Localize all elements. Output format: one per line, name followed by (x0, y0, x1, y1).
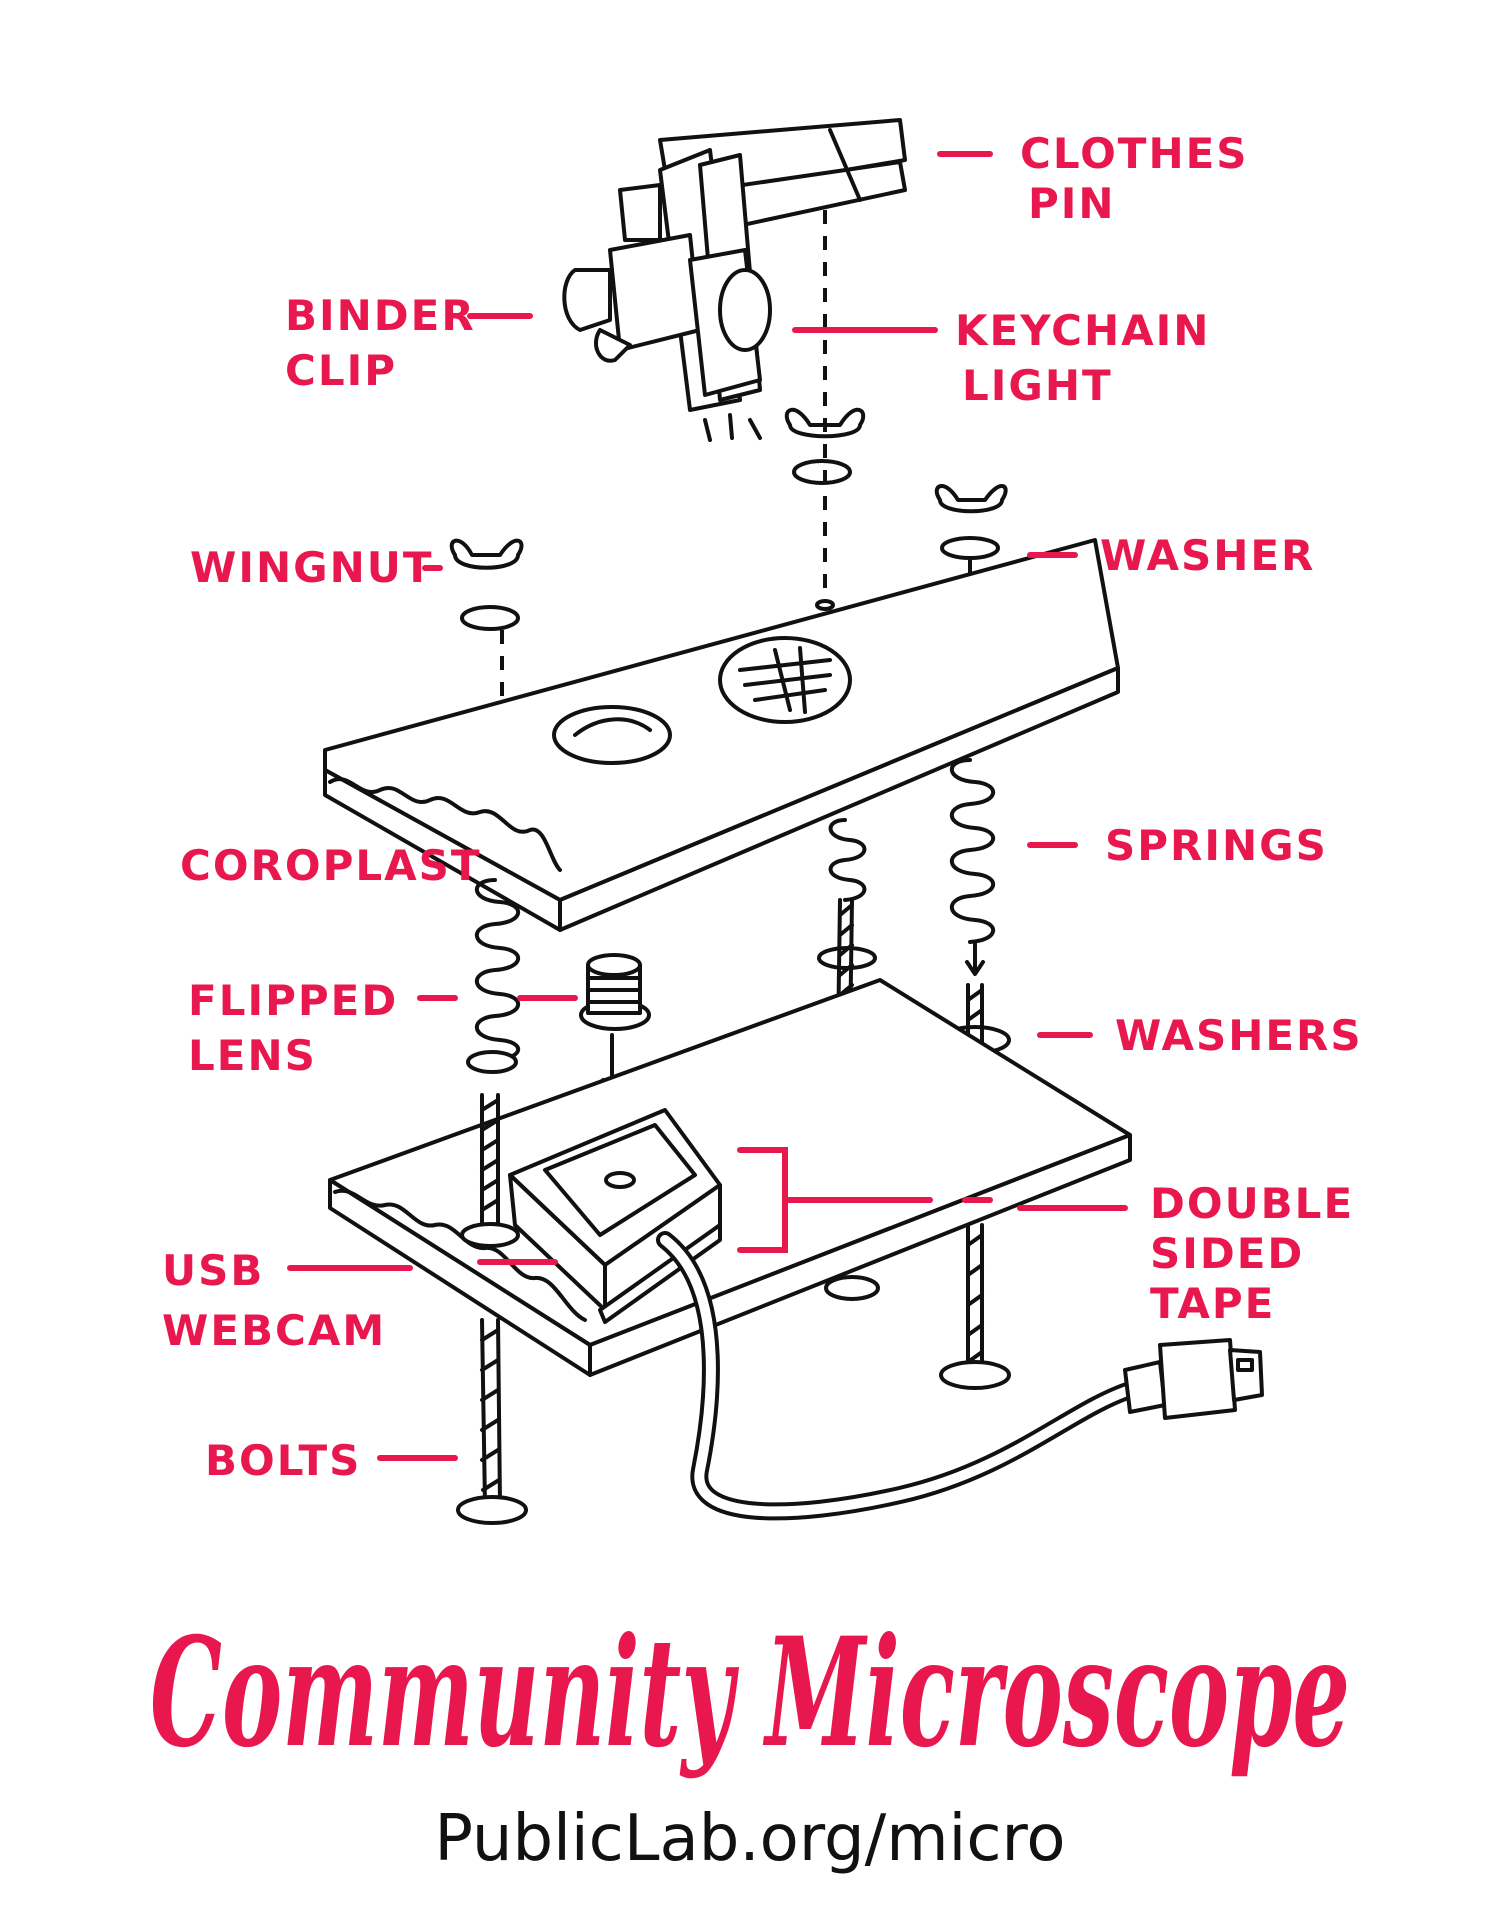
label-keychain-light-2: LIGHT (962, 361, 1113, 410)
label-wingnut: WINGNUT (190, 543, 433, 592)
label-coroplast: COROPLAST (180, 841, 482, 890)
top-coroplast-plate (323, 538, 1120, 932)
spring-right (949, 758, 996, 976)
wingnut-right-icon (934, 484, 1008, 514)
leader-lines (287, 151, 1128, 1461)
label-flipped-lens-2: LENS (188, 1031, 317, 1080)
label-double-sided-tape-2: SIDED (1150, 1229, 1304, 1278)
washer-left-icon (460, 605, 520, 631)
binder-clip-illustration (562, 148, 772, 412)
usb-plug-icon (1158, 1338, 1264, 1420)
label-flipped-lens-1: FLIPPED (188, 976, 398, 1025)
usb-cable (656, 1231, 1167, 1521)
washer-center-icon (792, 459, 852, 485)
usb-webcam-illustration (508, 1108, 722, 1324)
label-usb-webcam-2: WEBCAM (162, 1306, 386, 1355)
label-clothes-pin-2: PIN (1028, 179, 1116, 228)
label-clothes-pin-1: CLOTHES (1020, 129, 1249, 178)
keychain-light-rays (703, 413, 762, 442)
bolt-right-bottom (939, 1223, 1011, 1390)
spring-center (828, 818, 867, 902)
label-keychain-light-1: KEYCHAIN (955, 306, 1210, 355)
underside-washer (824, 1275, 880, 1301)
bolt-left (456, 1093, 528, 1525)
label-washers: WASHERS (1115, 1011, 1363, 1060)
label-bolts: BOLTS (205, 1436, 361, 1485)
label-double-sided-tape-3: TAPE (1150, 1279, 1275, 1328)
bottom-coroplast-plate (328, 978, 1132, 1377)
label-binder-clip-1: BINDER (285, 291, 476, 340)
wingnut-center-icon (784, 407, 866, 439)
label-washer: WASHER (1100, 531, 1315, 580)
flipped-lens-illustration (579, 953, 651, 1096)
washer-right-icon (940, 536, 1000, 560)
page-title: Community Microscope (150, 1605, 1350, 1781)
spring-left (474, 878, 521, 1062)
label-springs: SPRINGS (1105, 821, 1328, 870)
label-usb-webcam-1: USB (162, 1246, 264, 1295)
label-double-sided-tape-1: DOUBLE (1150, 1179, 1354, 1228)
label-binder-clip-2: CLIP (285, 346, 397, 395)
lens-hole (552, 705, 672, 765)
url-text: PublicLab.org/micro (434, 1802, 1065, 1876)
wingnut-left-icon (449, 538, 524, 570)
